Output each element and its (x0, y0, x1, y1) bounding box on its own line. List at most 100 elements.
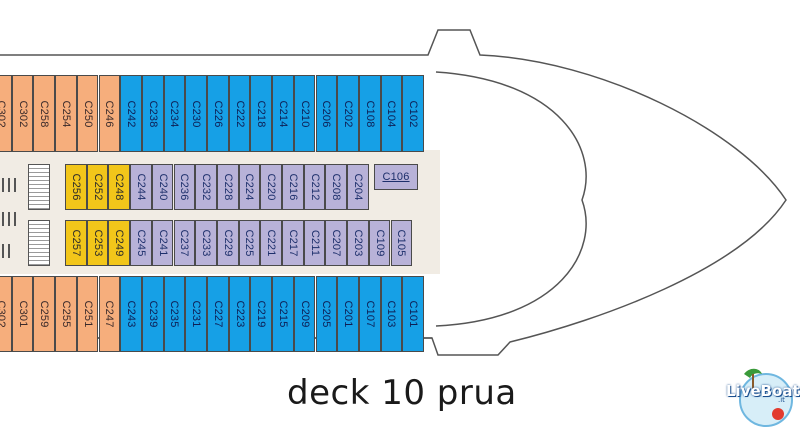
cabin-c225: C225 (238, 220, 261, 266)
cabin-label: C232 (200, 173, 213, 201)
cabin-c232: C232 (195, 164, 217, 210)
cabin-c245: C245 (130, 220, 152, 266)
cabin-c218: C218 (250, 75, 273, 152)
cabin-c250: C250 (76, 75, 99, 152)
cabin-label: C206 (320, 99, 333, 128)
cabin-label: C215 (276, 300, 289, 328)
cabin-label: C245 (134, 229, 147, 257)
cabin-c259: C259 (33, 276, 56, 352)
cabin-label: C259 (38, 300, 51, 328)
cabin-c235: C235 (163, 276, 186, 352)
cabin-label: C249 (113, 229, 126, 257)
cabin-c237: C237 (173, 220, 196, 266)
cabin-c108: C108 (358, 75, 381, 152)
cabin-label: C101 (407, 300, 420, 328)
cabin-c205: C205 (315, 276, 338, 352)
cabin-c101: C101 (402, 276, 424, 352)
elevator-mark (8, 212, 10, 226)
cabin-label: C202 (342, 99, 355, 128)
cabin-label: C244 (134, 173, 147, 201)
elevator-mark (14, 178, 16, 192)
cabin-label: C104 (385, 99, 398, 128)
cabin-label: C219 (255, 300, 268, 328)
cabin-c105: C105 (390, 220, 413, 266)
cabin-c207: C207 (325, 220, 348, 266)
cabin-c238: C238 (141, 75, 164, 152)
elevator-mark (8, 244, 10, 258)
cabin-c256: C256 (65, 164, 87, 210)
logo-text: LiveBoat (726, 382, 800, 400)
cabin-c202: C202 (337, 75, 359, 152)
cabin-c248: C248 (108, 164, 131, 210)
cabin-label: C231 (190, 300, 203, 328)
cabin-c257: C257 (65, 220, 87, 266)
cabin-c247: C247 (98, 276, 121, 352)
cabin-label: C203 (351, 229, 364, 257)
cabin-label: C240 (156, 173, 169, 201)
cabin-label: C236 (178, 173, 191, 201)
cabin-c244: C244 (130, 164, 152, 210)
elevator-mark (14, 212, 16, 226)
cabin-label: C228 (221, 173, 234, 201)
cabin-label: C108 (363, 99, 376, 128)
cabin-c254: C254 (55, 75, 77, 152)
cabin-label: C230 (190, 99, 203, 128)
cabin-label: C255 (59, 300, 72, 328)
cabin-c210: C210 (293, 75, 316, 152)
cabin-c214: C214 (272, 75, 294, 152)
cabin-c251: C251 (76, 276, 99, 352)
cabin-c233: C233 (195, 220, 217, 266)
cabin-c227: C227 (207, 276, 229, 352)
cabin-label: C216 (286, 173, 299, 201)
cabin-label: C253 (91, 229, 104, 257)
cabin-c249: C249 (108, 220, 131, 266)
cabin-label: C256 (69, 173, 82, 201)
cabin-c106: C106 (374, 164, 418, 190)
cabin-c215: C215 (272, 276, 294, 352)
cabin-c211: C211 (303, 220, 326, 266)
cabin-c301: C301 (11, 276, 34, 352)
cabin-c109: C109 (368, 220, 391, 266)
cabin-c209: C209 (293, 276, 316, 352)
cabin-c240: C240 (151, 164, 174, 210)
cabin-c220: C220 (260, 164, 282, 210)
cabin-c206: C206 (315, 75, 338, 152)
cabin-label: C222 (233, 99, 246, 128)
cabin-label: C207 (330, 229, 343, 257)
cabin-label: C258 (38, 99, 51, 128)
cabin-c30: C30? (0, 75, 12, 152)
cabin-c221: C221 (260, 220, 282, 266)
cabin-c230: C230 (185, 75, 207, 152)
cabin-c255: C255 (55, 276, 77, 352)
cabin-c104: C104 (380, 75, 403, 152)
cabin-label: C109 (373, 229, 386, 257)
elevator-mark (2, 178, 4, 192)
cabin-label: C201 (342, 300, 355, 328)
cabin-label: C250 (81, 99, 94, 128)
cabin-label: C227 (211, 300, 224, 328)
cabin-label: C210 (298, 99, 311, 128)
deck-title: deck 10 prua (287, 373, 517, 413)
cabin-label: C223 (233, 300, 246, 328)
cabin-label: C105 (395, 229, 408, 257)
cabin-c241: C241 (151, 220, 174, 266)
cabin-label: C225 (243, 229, 256, 257)
cabin-c222: C222 (228, 75, 251, 152)
cabin-label: C234 (168, 99, 181, 128)
cabin-c252: C252 (86, 164, 109, 210)
cabin-c234: C234 (163, 75, 186, 152)
cabin-label: C205 (320, 300, 333, 328)
cabin-c107: C107 (358, 276, 381, 352)
cabin-label: C246 (103, 99, 116, 128)
cabin-label: C226 (211, 99, 224, 128)
cabin-c239: C239 (141, 276, 164, 352)
cabin-c102: C102 (402, 75, 424, 152)
cabin-c302: C302 (11, 75, 34, 152)
liveboat-logo: LiveBoat .it (726, 360, 800, 430)
cabin-c246: C246 (98, 75, 121, 152)
cabin-c253: C253 (86, 220, 109, 266)
cabin-label: C224 (243, 173, 256, 201)
cabin-label: C233 (200, 229, 213, 257)
cabin-c242: C242 (120, 75, 142, 152)
